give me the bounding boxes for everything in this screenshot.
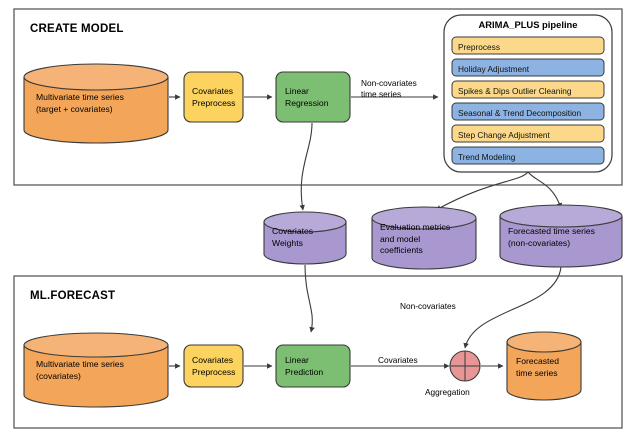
edge-weights-to-prediction — [304, 264, 315, 333]
edge-pipeline-to-evaluation — [435, 171, 529, 211]
pipeline-step-box — [451, 80, 605, 99]
pipeline-step-label-seasonal-trend-decomposition: Seasonal & Trend Decomposition — [458, 107, 582, 118]
box-linear-prediction — [275, 344, 351, 388]
edge-pipeline-to-forecast-store — [527, 171, 562, 209]
edge-label-covariates: Covariates — [378, 355, 418, 365]
cylinder-covariates-weights — [263, 211, 347, 265]
edge-label-non-covariates: Non-covariates — [400, 301, 456, 311]
cylinder-multivariate-source — [23, 63, 169, 144]
cylinder-forecasted-output — [506, 331, 582, 401]
edge-label-non-covariates-time-series: Non-covariates time series — [361, 78, 417, 99]
pipeline-step-label-step-change-adjustment: Step Change Adjustment — [458, 129, 550, 140]
pipeline-step-label-preprocess: Preprocess — [458, 41, 500, 52]
edge-regression-to-weights — [299, 122, 313, 211]
panel-title-ml-forecast: ML.FORECAST — [30, 290, 116, 302]
cylinder-multivariate-covariates — [23, 332, 169, 408]
aggregation-node — [449, 350, 481, 382]
pipeline-step-box — [451, 102, 605, 121]
label-aggregation: Aggregation — [425, 387, 470, 397]
pipeline-step-label-spikes-dips-outlier-cleaning: Spikes & Dips Outlier Cleaning — [458, 85, 572, 96]
panel-title-create-model: CREATE MODEL — [30, 23, 124, 35]
cylinder-forecasted-non-covariates — [499, 204, 623, 268]
box-linear-regression — [275, 71, 351, 123]
pipeline-step-label-holiday-adjustment: Holiday Adjustment — [458, 63, 530, 74]
edge-noncovariates-to-aggregation — [463, 266, 562, 349]
pipeline-step-box — [451, 36, 605, 55]
pipeline-title: ARIMA_PLUS pipeline — [478, 19, 578, 30]
pipeline-step-box — [451, 58, 605, 77]
pipeline-step-box — [451, 146, 605, 165]
box-covariates-preprocess-train — [183, 71, 244, 123]
pipeline-step-label-trend-modeling: Trend Modeling — [458, 151, 516, 162]
cylinder-evaluation-metrics — [371, 206, 477, 270]
box-covariates-preprocess-forecast — [183, 344, 244, 388]
pipeline-step-box — [451, 124, 605, 143]
